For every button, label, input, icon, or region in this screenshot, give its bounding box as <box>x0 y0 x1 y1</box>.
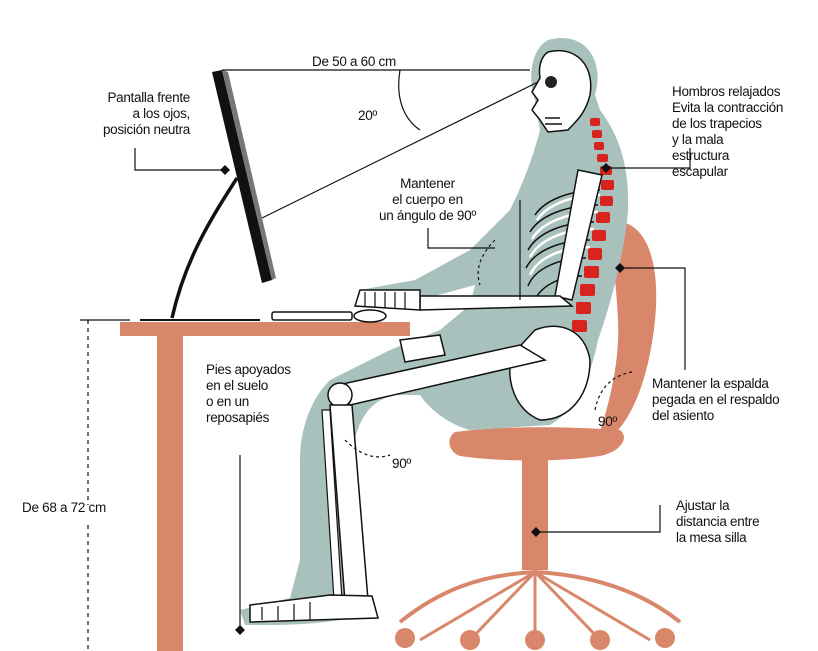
shoulders-label: Hombros relajados Evita la contracción d… <box>672 84 783 180</box>
back-support-label: Mantener la espalda pegada en el respald… <box>652 376 779 424</box>
view-angle-label: 20º <box>358 108 377 124</box>
feet-label: Pies apoyados en el suelo o en un reposa… <box>206 362 291 426</box>
desk-height-label: De 68 a 72 cm <box>22 500 106 516</box>
hip-angle-label: 90º <box>598 414 617 430</box>
screen-distance-label: De 50 a 60 cm <box>312 54 396 70</box>
chair-distance-label: Ajustar la distancia entre la mesa silla <box>676 498 759 546</box>
screen-position-label: Pantalla frente a los ojos, posición neu… <box>62 90 190 138</box>
body-angle-label: Mantener el cuerpo en un ángulo de 90º <box>350 176 505 224</box>
knee-angle-label: 90º <box>392 456 411 472</box>
